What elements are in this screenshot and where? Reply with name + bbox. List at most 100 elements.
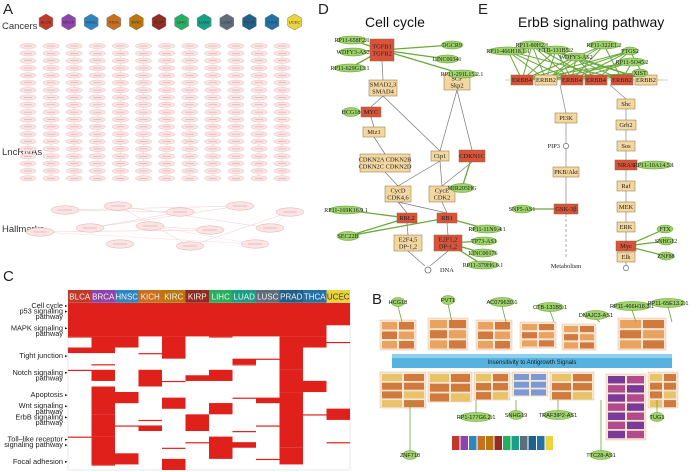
lncrna-node-label: HCG18 [342,110,361,116]
hallmark-edge [39,231,256,245]
heatmap-thin-mark [91,397,115,399]
gene-cluster-cell [564,342,578,349]
pathway-label: Focal adhesion [13,457,63,466]
heatmap-filled-cell [115,392,139,404]
pathway-label: pathway [35,418,63,427]
lncrna-node-label: RP11-658F2.1 [335,38,370,44]
heatmap-header-label: BLCA [69,293,91,302]
gene-cluster-cell [539,324,554,331]
gene-cluster-cell [430,374,449,382]
lncrna-regulation-edge [521,44,533,81]
heatmap-filled-cell [232,442,256,448]
cancer-node-label: HNSC [86,19,97,24]
panel-e-title: ErbB signaling pathway [518,14,664,30]
gene-node-label: MEK [619,204,634,211]
gene-node [616,201,636,213]
receptor-node [560,74,584,86]
gene-node-label: GSK-3β [555,206,576,213]
panel-label-c: C [3,268,14,285]
gene-cluster-cell [627,421,644,430]
gene-cluster-cell [404,391,424,399]
cancer-node-label: KICH [109,19,119,24]
gene-cluster-cell [627,430,644,439]
receptor-node-label: ERBB2 [636,77,656,84]
heatmap-thin-mark [138,319,162,321]
hallmark-edge [89,205,241,229]
receptor-node-label: ERBB4 [562,77,583,84]
gene-cluster-cell [643,340,664,349]
lncrna-node-label: FTX [659,227,671,233]
gene-cluster-cell [552,374,571,382]
lncrna-node [459,412,493,422]
gene-cluster-cell [476,392,491,400]
pathway-arrow [441,161,473,187]
gene-cluster-cell [430,393,449,402]
heatmap-header-cell [68,290,92,303]
gene-cluster-cell [522,324,537,331]
pathway-label: pathway [35,312,63,321]
dna-edge [429,250,449,267]
gene-cluster-cell [664,374,676,381]
gene-node-label: Skp2 [450,83,463,90]
panel-label-a: A [3,1,13,18]
lncrna-node [449,183,475,193]
cancer-node-label: LIHC [177,19,186,24]
cancer-node [197,13,212,31]
lncrna-node [336,231,360,241]
pathway-label: Cell cycle [31,301,63,310]
gene-cluster-cell [382,400,402,408]
cancer-node-label: UCEC [289,19,300,24]
receptor-node-label: ERBB4 [512,77,533,84]
hallmark-edge [64,205,241,211]
heatmap-thin-mark [326,341,350,344]
heatmap-thin-mark [256,425,280,427]
gene-cluster-cell [664,391,676,399]
gene-cluster-cell [564,326,578,333]
lncrna-node [466,260,500,270]
gene-node [428,185,456,203]
lncrna-node [446,69,478,79]
gene-node [430,150,450,162]
heatmap-thin-mark [232,330,256,333]
pathway-label: Notch signaling [12,368,63,377]
gene-node-label: TGFB2 [372,51,392,58]
heatmap-header-label: PRAD [280,293,302,302]
gene-node [553,203,579,215]
gene-cluster-cell [382,374,402,381]
cancer-node [242,13,257,31]
panel-label-b: B [372,291,382,308]
lncrna-node [631,68,649,78]
lncrna-node [489,297,515,307]
gene-node [616,98,636,110]
lncrna-node [402,450,418,460]
gene-node-label: Miz1 [367,129,381,136]
heatmap-thin-mark [256,358,280,360]
gene-node-label: DP-1,2 [399,244,417,251]
lncrna-node [589,450,613,460]
heatmap-thin-mark [326,442,350,444]
gene-node [396,212,418,224]
heatmap-header-cell [326,290,350,303]
heatmap-thin-mark [185,375,209,377]
panel-a-hallmarks-label: Hallmarks [2,224,44,235]
panel-d-network: DNATGFB1TGFB2SMAD2,3SMAD4SCFSkp2MYCMiz1C… [324,35,506,274]
gene-cluster-cell [430,320,447,329]
heatmap-filled-cell [209,403,233,415]
gene-cluster-cell [650,382,662,390]
heatmap-filled-cell [279,419,303,448]
gene-cluster-cell [531,374,546,380]
heatmap-header-cell [256,290,280,303]
lncrna-node [541,45,571,55]
gene-node-label: MYC [364,109,379,116]
heatmap-filled-cell [68,347,92,354]
gene-node [616,221,636,233]
gene-node [436,212,458,224]
cancer-node [151,13,167,31]
gene-cluster-cell [564,334,578,341]
heatmap-header-cell [91,290,115,303]
lncrna-node [336,35,368,45]
heatmap-header-label: KIRP [188,293,207,302]
gene-node-label: CDKN1C [459,153,485,160]
lncrna-node [657,236,675,246]
gene-cluster-cell [664,400,676,408]
